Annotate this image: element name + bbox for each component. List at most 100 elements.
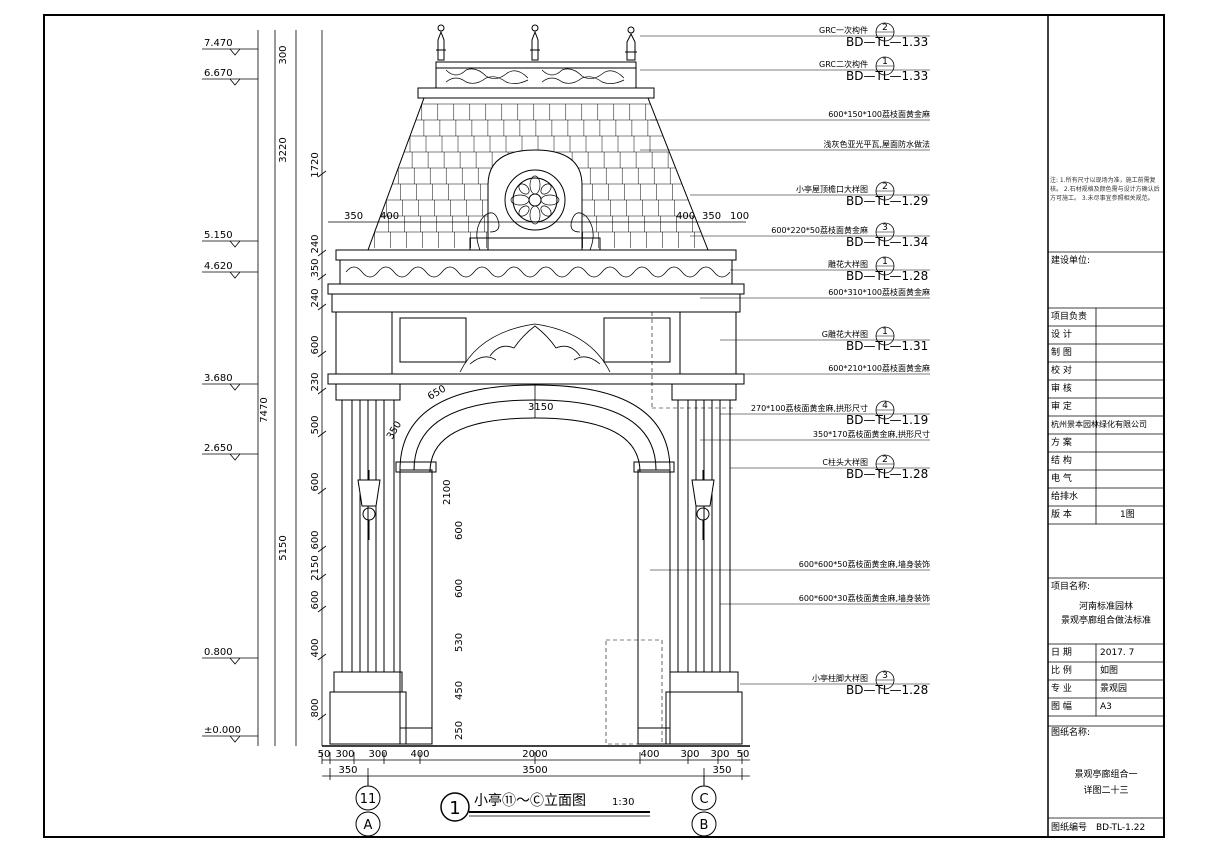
level-value: 2.650 (204, 443, 233, 454)
bottom-dimension-lines (322, 759, 750, 777)
right-lantern (691, 470, 715, 540)
vertical-dimension: 800 (310, 698, 321, 717)
vertical-dimension: 600 (310, 530, 321, 549)
general-notes: 注: 1.所有尺寸以现场为准，施工前需复核。 2.石材规格及颜色需与设计方确认后… (1050, 177, 1160, 202)
view-title-text: 小亭⑪～Ⓒ立面图 (474, 792, 586, 809)
project-name-line1: 河南标准园林 (1078, 602, 1133, 612)
arch-dimension: 450 (454, 681, 465, 700)
level-group: 7.470 6.670 5.150 4.620 3.680 2.650 0.800 ±0.00… (202, 38, 258, 743)
company-line: 杭州景本园林绿化有限公司 (1051, 420, 1147, 429)
vertical-dimension: 7470 (259, 397, 270, 422)
construction-unit-label: 建设单位: (1051, 256, 1091, 266)
level-value: 4.620 (204, 261, 233, 272)
callout-text: 270*100荔枝面黄金麻,拱形尺寸 (751, 403, 868, 413)
vertical-dimension: 2150 (310, 555, 321, 580)
axis-label-b: B (700, 818, 709, 833)
vertical-dimension: 350 (310, 258, 321, 277)
callout-number: 3 (882, 223, 888, 233)
vertical-dimensions-inner: 1720350240600230500600600215060040080024… (310, 152, 327, 721)
axis-bubble-b (691, 811, 717, 837)
bottom-dimension: 400 (640, 749, 659, 760)
level-value: 3.680 (204, 373, 233, 384)
level-value: 5.150 (204, 230, 233, 241)
level-value: 0.800 (204, 647, 233, 658)
info-date-label: 日 期 (1051, 648, 1072, 658)
bottom-dimension: 300 (335, 749, 354, 760)
callout-number: 2 (882, 455, 888, 465)
right-jamb (637, 469, 671, 745)
top-dimension: 350 (702, 211, 721, 222)
title-block-grid (1048, 251, 1164, 819)
drawing-name-line1: 景观亭廊组合一 (1074, 770, 1138, 780)
callout-text: GRC一次构件 (819, 25, 868, 35)
arch-dimension: 350 (385, 419, 404, 441)
right-column (665, 383, 743, 745)
top-dimension: 350 (344, 211, 363, 222)
callout-reference: BD—TL—1.33 (846, 69, 928, 83)
left-column (329, 383, 407, 745)
callout: 600*600*30荔枝面黄金麻,墙身装饰 (799, 593, 930, 603)
bottom-dimension: 350 (712, 765, 731, 776)
callout-number: 4 (882, 401, 888, 411)
info-discipline-label: 专 业 (1051, 684, 1072, 694)
callout-text: 600*210*100荔枝面黄金麻 (828, 363, 930, 373)
axis-label-c: C (699, 792, 708, 807)
sheet-border (43, 14, 1165, 838)
info-format-value: A3 (1100, 702, 1112, 712)
callout-text: 350*170荔枝面黄金麻,拱形尺寸 (813, 429, 930, 439)
info-format-label: 图 幅 (1051, 702, 1072, 712)
bottom-dimension: 3500 (522, 765, 547, 776)
level-value: ±0.000 (204, 725, 241, 736)
vertical-dimension: 300 (278, 45, 289, 64)
callout-text: 小亭屋顶檐口大样图 (796, 184, 868, 194)
callout: 600*150*100荔枝面黄金麻 (828, 109, 930, 119)
left-lantern (357, 470, 381, 540)
level-value: 7.470 (204, 38, 233, 49)
bottom-dimension: 300 (710, 749, 729, 760)
info-scale-label: 比 例 (1051, 666, 1072, 676)
role-check: 校 对 (1051, 366, 1072, 376)
arch-dimension: 3150 (528, 402, 553, 413)
discipline-plumbing: 给排水 (1051, 492, 1079, 502)
vertical-dimension: 230 (310, 372, 321, 391)
callout-number: 1 (882, 257, 888, 267)
callout-reference: BD—TL—1.33 (846, 35, 928, 49)
callout-reference: BD—TL—1.19 (846, 413, 928, 427)
axis-bubbles (355, 776, 717, 837)
axis-bubble-11 (355, 785, 381, 811)
callout-text: GRC二次构件 (819, 59, 868, 69)
bottom-dimension: 300 (680, 749, 699, 760)
callout-text: 600*220*50荔枝面黄金麻 (771, 225, 868, 235)
vertical-dimension: 240 (310, 288, 321, 307)
callout-text: 600*600*50荔枝面黄金麻,墙身装饰 (799, 559, 930, 569)
callout-reference: BD—TL—1.31 (846, 339, 928, 353)
carved-frieze (339, 259, 733, 285)
axis-label-11: 11 (360, 792, 377, 807)
callout-number: 3 (882, 671, 888, 681)
vertical-dimension: 500 (310, 415, 321, 434)
center-carving (459, 323, 611, 373)
vertical-dimension: 3220 (278, 137, 289, 162)
axis-bubble-c (691, 785, 717, 811)
bottom-dimension: 50 (737, 749, 750, 760)
vertical-dimension: 400 (310, 638, 321, 657)
callout: 600*210*100荔枝面黄金麻 (828, 363, 930, 373)
project-name-line2: 景观亭廊组合做法标准 (1060, 616, 1151, 626)
callout-text: 600*150*100荔枝面黄金麻 (828, 109, 930, 119)
role-approve: 审 定 (1051, 402, 1072, 412)
callout-number: 2 (882, 182, 888, 192)
axis-label-a: A (364, 818, 373, 833)
vertical-dimension: 600 (310, 335, 321, 354)
arch-dimension: 600 (454, 579, 465, 598)
level-value: 6.670 (204, 68, 233, 79)
